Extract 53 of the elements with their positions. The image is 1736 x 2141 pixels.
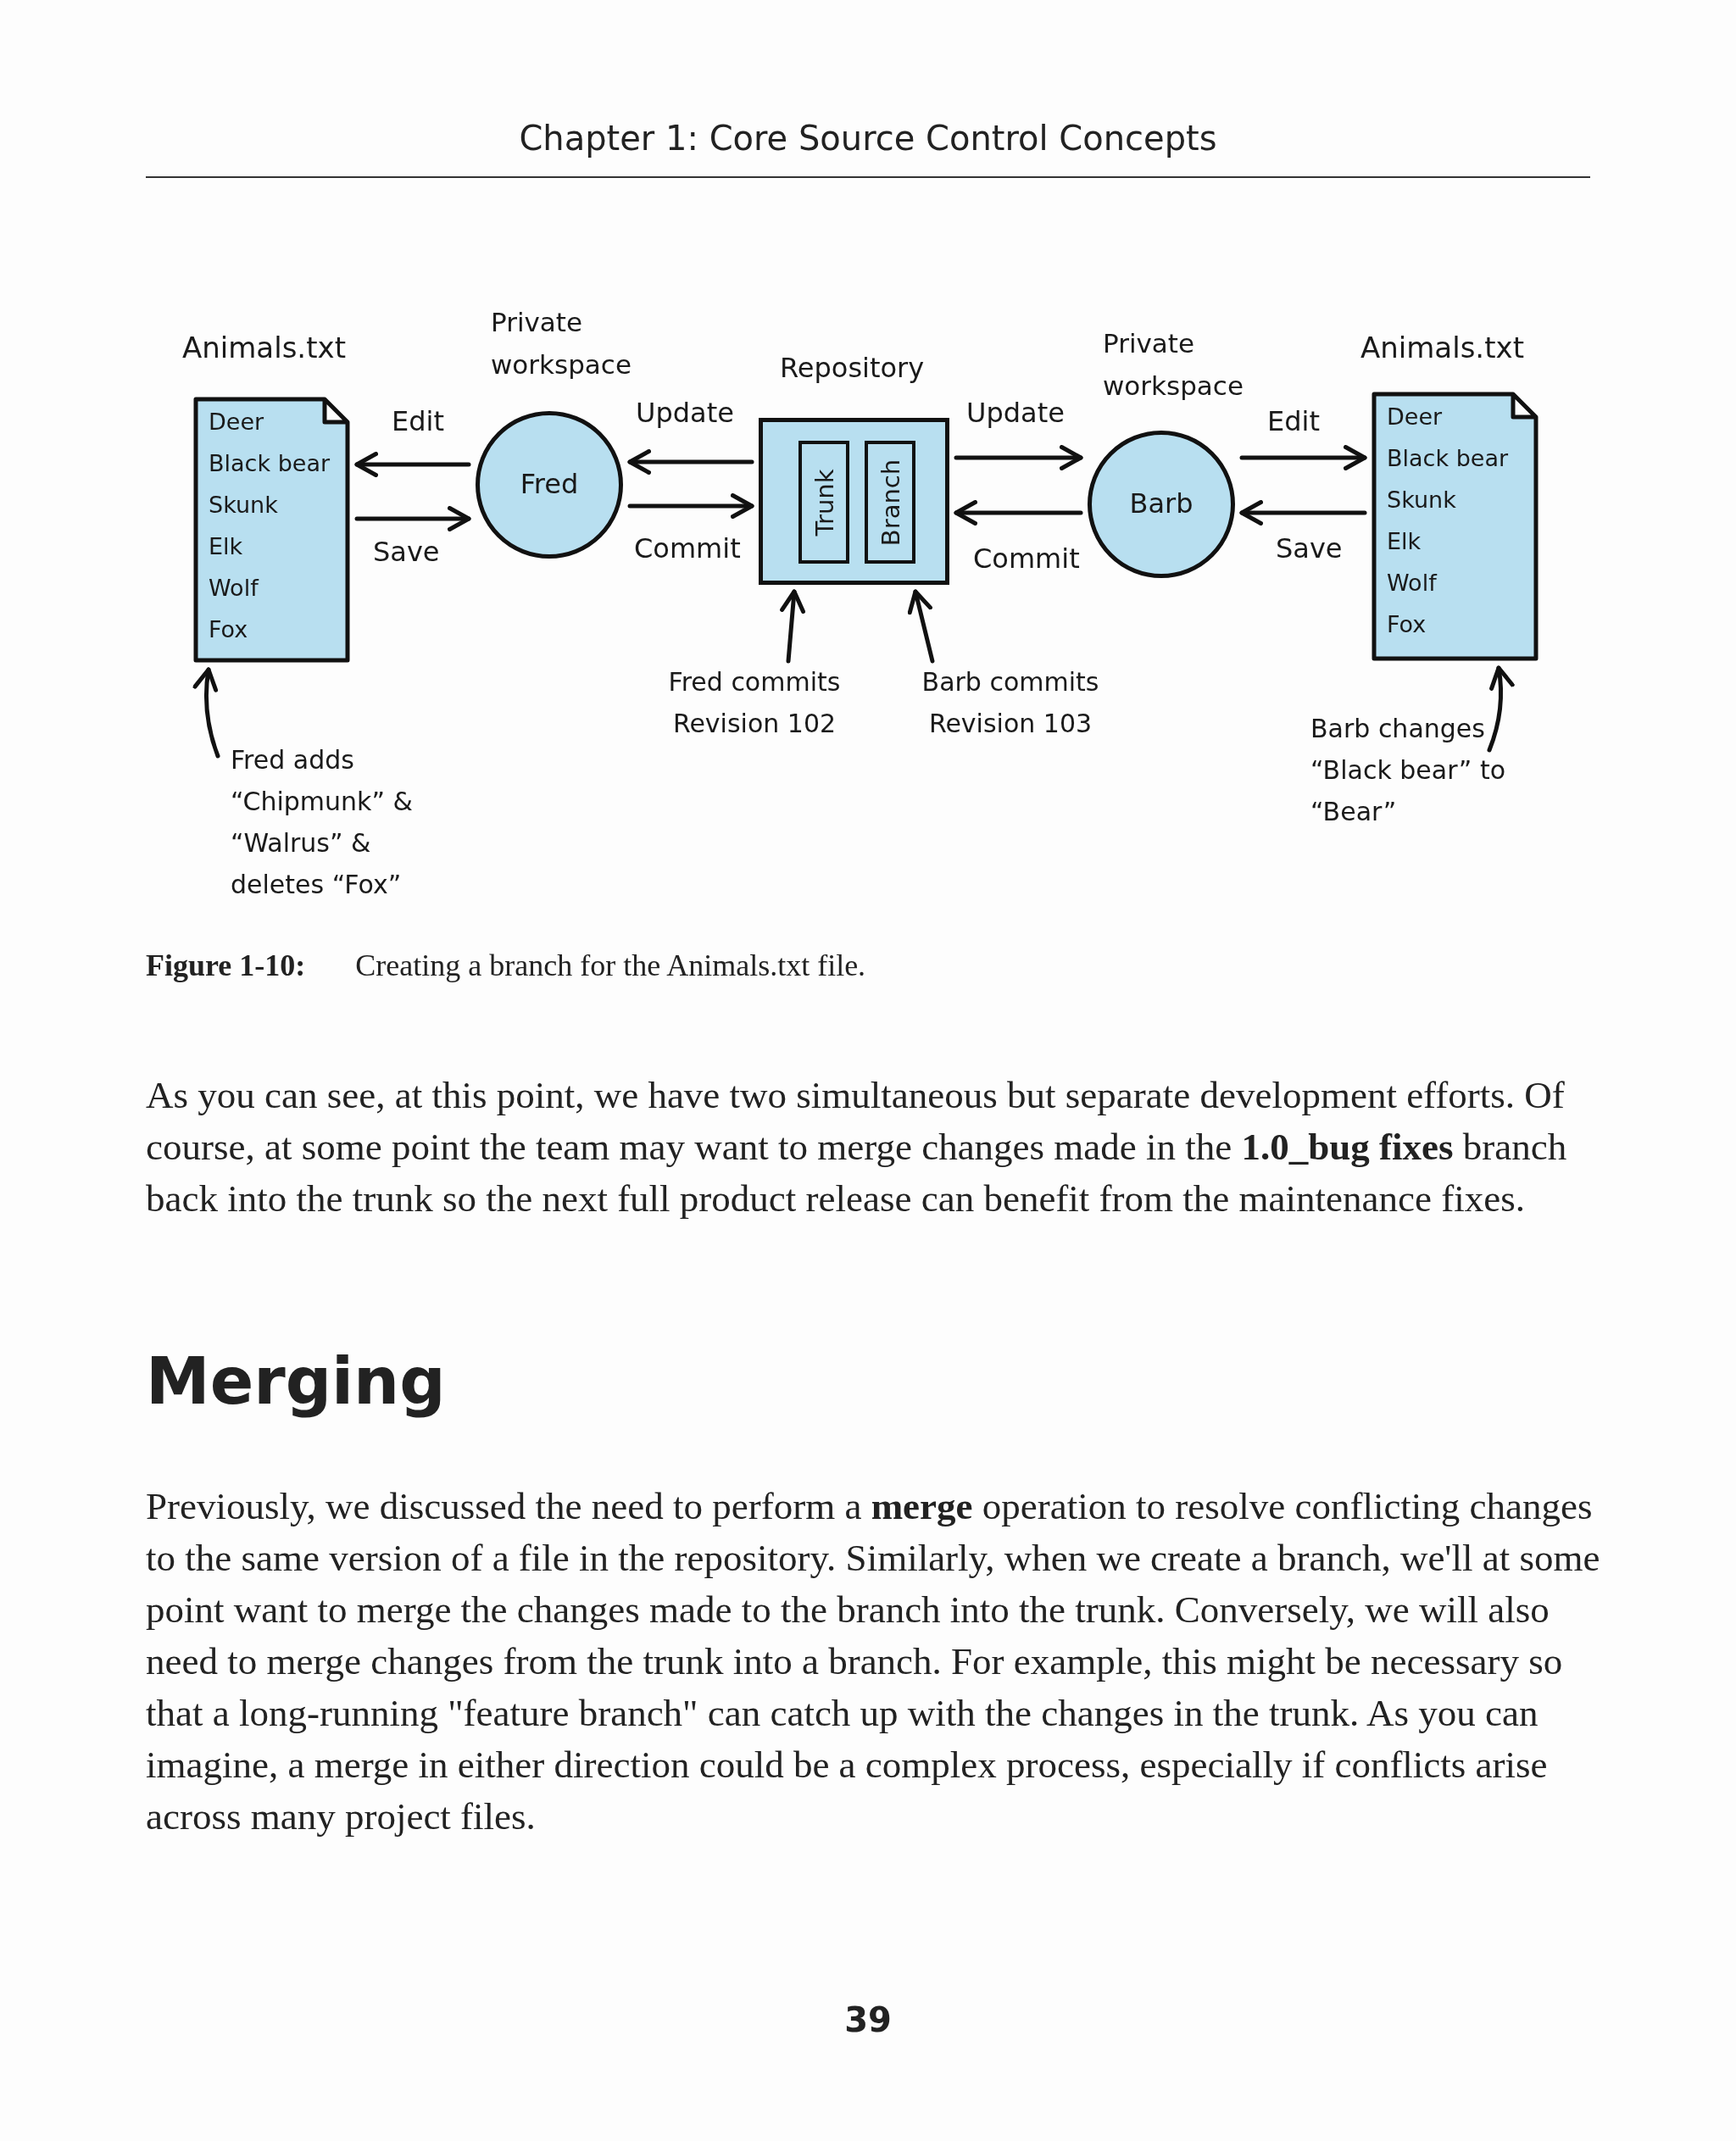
edge-label: Save bbox=[373, 536, 440, 568]
running-header: Chapter 1: Core Source Control Concepts bbox=[518, 119, 1218, 158]
arrow bbox=[627, 449, 754, 475]
leader-arrow bbox=[192, 667, 220, 759]
list-item: Black bear bbox=[1387, 445, 1509, 471]
edge-label: Commit bbox=[973, 542, 1080, 575]
page-number: 39 bbox=[843, 2000, 893, 2039]
section-heading: Merging bbox=[146, 1343, 446, 1419]
arrow bbox=[627, 493, 754, 519]
workspace-heading: Private workspace bbox=[1103, 327, 1244, 403]
arrow bbox=[354, 452, 471, 477]
figure-caption: Figure 1-10: Creating a branch for the Animals.txt file. bbox=[146, 948, 866, 983]
annotation-text: Barb changes “Black bear” to “Bear” bbox=[1310, 708, 1510, 832]
file-name: Animals.txt bbox=[1360, 331, 1524, 364]
list-item: Wolf bbox=[209, 575, 259, 601]
annotation-text: Fred commits Revision 102 bbox=[653, 661, 856, 744]
list-item: Fox bbox=[1387, 611, 1427, 637]
list-item: Skunk bbox=[209, 492, 278, 518]
edge-label: Update bbox=[636, 397, 734, 429]
leader-arrow bbox=[780, 589, 806, 664]
branch-box bbox=[798, 441, 849, 564]
leader-arrow bbox=[907, 589, 935, 664]
list-item: Wolf bbox=[1387, 570, 1437, 596]
list-item: Deer bbox=[1387, 403, 1443, 430]
arrow bbox=[1239, 500, 1367, 526]
edge-label: Update bbox=[966, 397, 1065, 429]
body-paragraph: Previously, we discussed the need to perform a merge operation to resolve conflicting changes to the same version of a file in the repository. Similarly, when we create a branch, we'll at some point want to merge the changes made to the branch into the trunk. Conversely, we will also need to merge changes from the trunk into a branch. For example, this might be necessary so that a long-running "feature branch" can catch up with the changes in the trunk. As you can imagine, a merge in either direction could be a complex process, especially if conflicts arise across many project files. bbox=[146, 1484, 1601, 1839]
person-name: Barb bbox=[1128, 487, 1194, 520]
arrow bbox=[954, 445, 1083, 470]
edge-label: Edit bbox=[392, 405, 444, 437]
branch-label: Trunk bbox=[810, 469, 839, 536]
arrow bbox=[954, 500, 1083, 526]
branch-label: Branch bbox=[876, 459, 905, 546]
list-item: Deer bbox=[209, 409, 264, 435]
leader-arrow bbox=[1487, 665, 1515, 753]
file-name: Animals.txt bbox=[182, 331, 346, 364]
edge-label: Edit bbox=[1267, 405, 1320, 437]
arrow bbox=[354, 506, 471, 531]
edge-label: Commit bbox=[634, 532, 741, 564]
annotation-text: Barb commits Revision 103 bbox=[909, 661, 1112, 744]
branch-box bbox=[865, 441, 915, 564]
list-item: Skunk bbox=[1387, 487, 1456, 513]
list-item: Elk bbox=[1387, 528, 1422, 554]
list-item: Elk bbox=[209, 533, 243, 559]
arrow bbox=[1239, 445, 1367, 470]
edge-label: Save bbox=[1276, 532, 1343, 564]
repository-heading: Repository bbox=[780, 352, 925, 384]
workspace-heading: Private workspace bbox=[491, 306, 632, 381]
body-paragraph: As you can see, at this point, we have two simultaneous but separate development efforts. Of course, at some point the team may want to merge changes made in the 1.0_bug fixes branch back into the trunk so the next full product release can benefit from the maintenance fixes. bbox=[146, 1073, 1568, 1221]
annotation-text: Fred adds “Chipmunk” & “Walrus” & deletes “Fox” bbox=[231, 739, 426, 905]
person-name: Fred bbox=[519, 468, 580, 500]
list-item: Black bear bbox=[209, 450, 331, 476]
list-item: Fox bbox=[209, 616, 248, 642]
